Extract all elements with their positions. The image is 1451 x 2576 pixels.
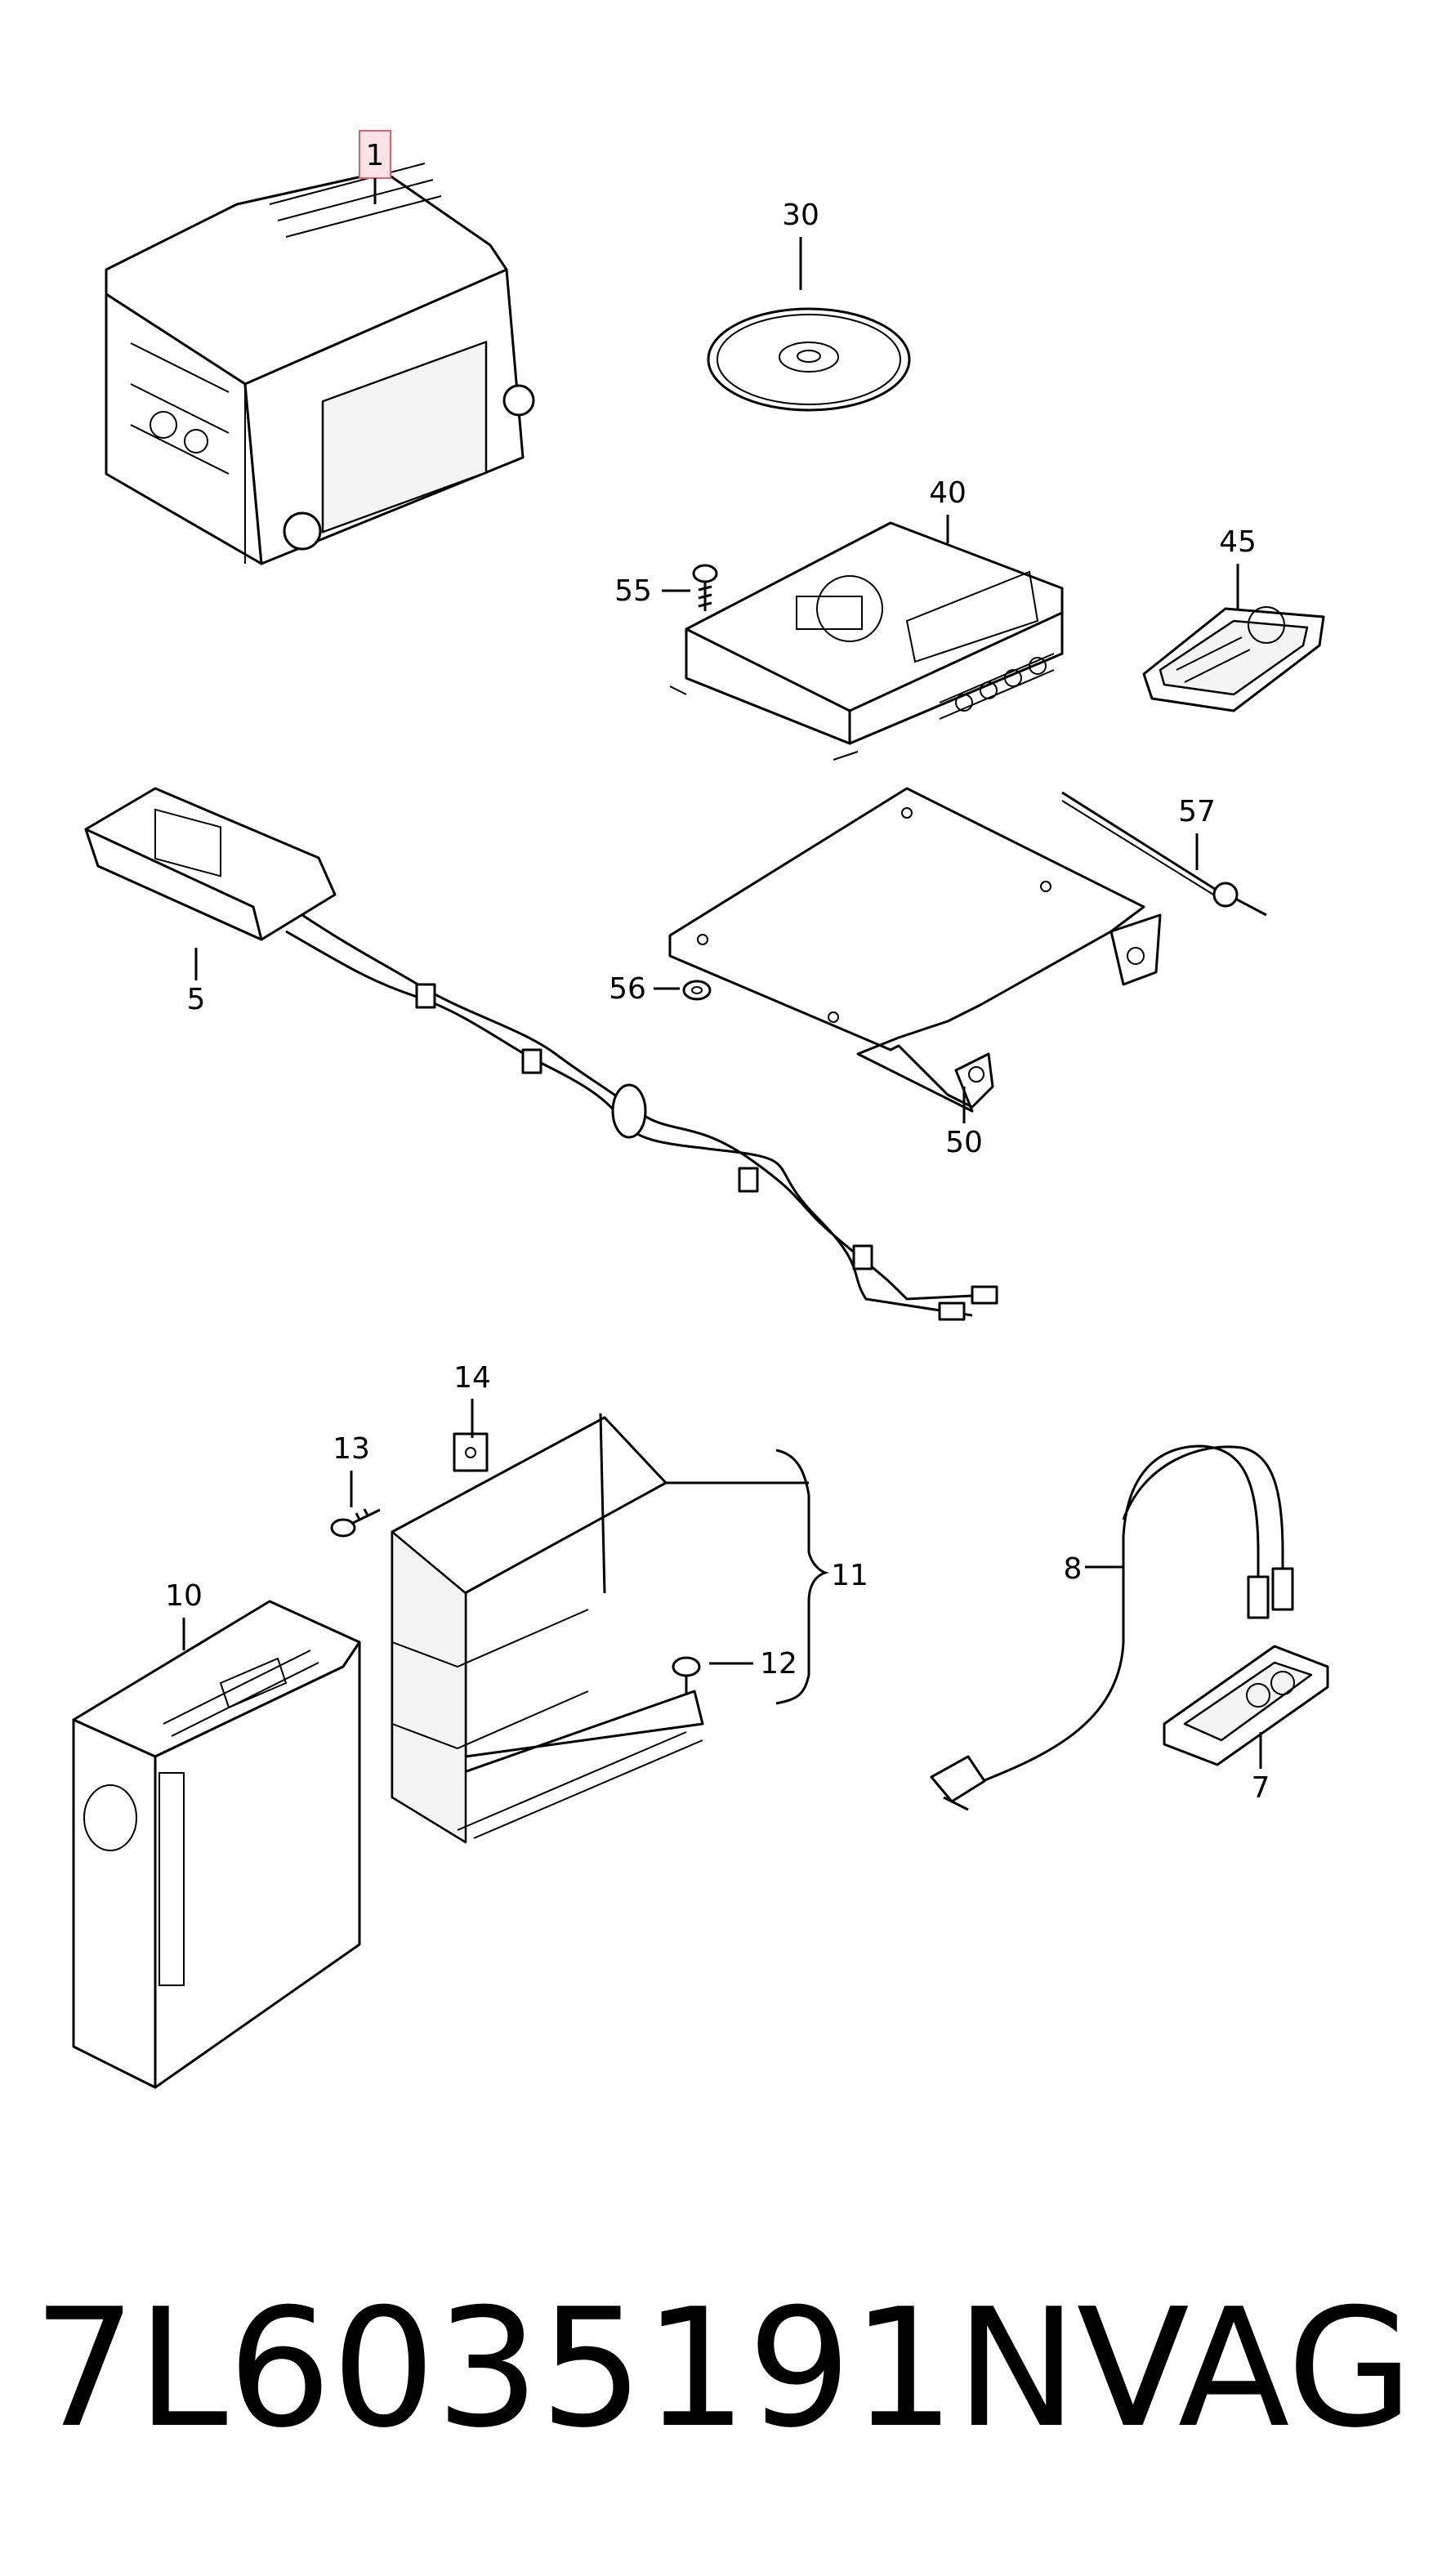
mounting-bracket (668, 787, 1162, 1113)
callout-12: 12 (760, 1647, 797, 1681)
callout-30: 30 (782, 199, 819, 232)
callout-57: 57 (1178, 795, 1216, 828)
callout-50: 50 (945, 1126, 983, 1159)
control-panel (1163, 1645, 1329, 1766)
callout-13: 13 (333, 1432, 370, 1466)
clip-12 (672, 1656, 701, 1695)
control-unit-box (669, 521, 1064, 761)
callout-5: 5 (187, 983, 206, 1016)
radio-navigation-unit (105, 163, 535, 565)
callout-7: 7 (1252, 1771, 1270, 1805)
remote-control (1142, 606, 1325, 712)
callout-40: 40 (929, 476, 967, 510)
callout-55: 55 (614, 574, 652, 608)
cable-tie (1061, 791, 1267, 917)
part-number: 7L6035191NV (33, 2274, 1190, 2464)
callout-45: 45 (1219, 525, 1257, 559)
clip-nut (682, 980, 712, 1001)
clip-14 (453, 1432, 489, 1472)
navigation-disc (707, 307, 911, 412)
callout-1: 1 (366, 139, 385, 172)
brand-name: VAG (1076, 2274, 1413, 2464)
housing-holder (391, 1413, 829, 1844)
adapter-cable (930, 1444, 1294, 1811)
callout-11: 11 (831, 1559, 868, 1592)
callout-56: 56 (609, 972, 646, 1006)
screw-13 (330, 1508, 381, 1538)
receiver-module-with-cable (84, 787, 998, 1321)
cd-changer-drive (72, 1600, 361, 2089)
callout-14: 14 (453, 1361, 491, 1395)
callout-10: 10 (165, 1579, 203, 1613)
callout-8: 8 (1064, 1552, 1083, 1586)
screw-55 (692, 564, 718, 611)
